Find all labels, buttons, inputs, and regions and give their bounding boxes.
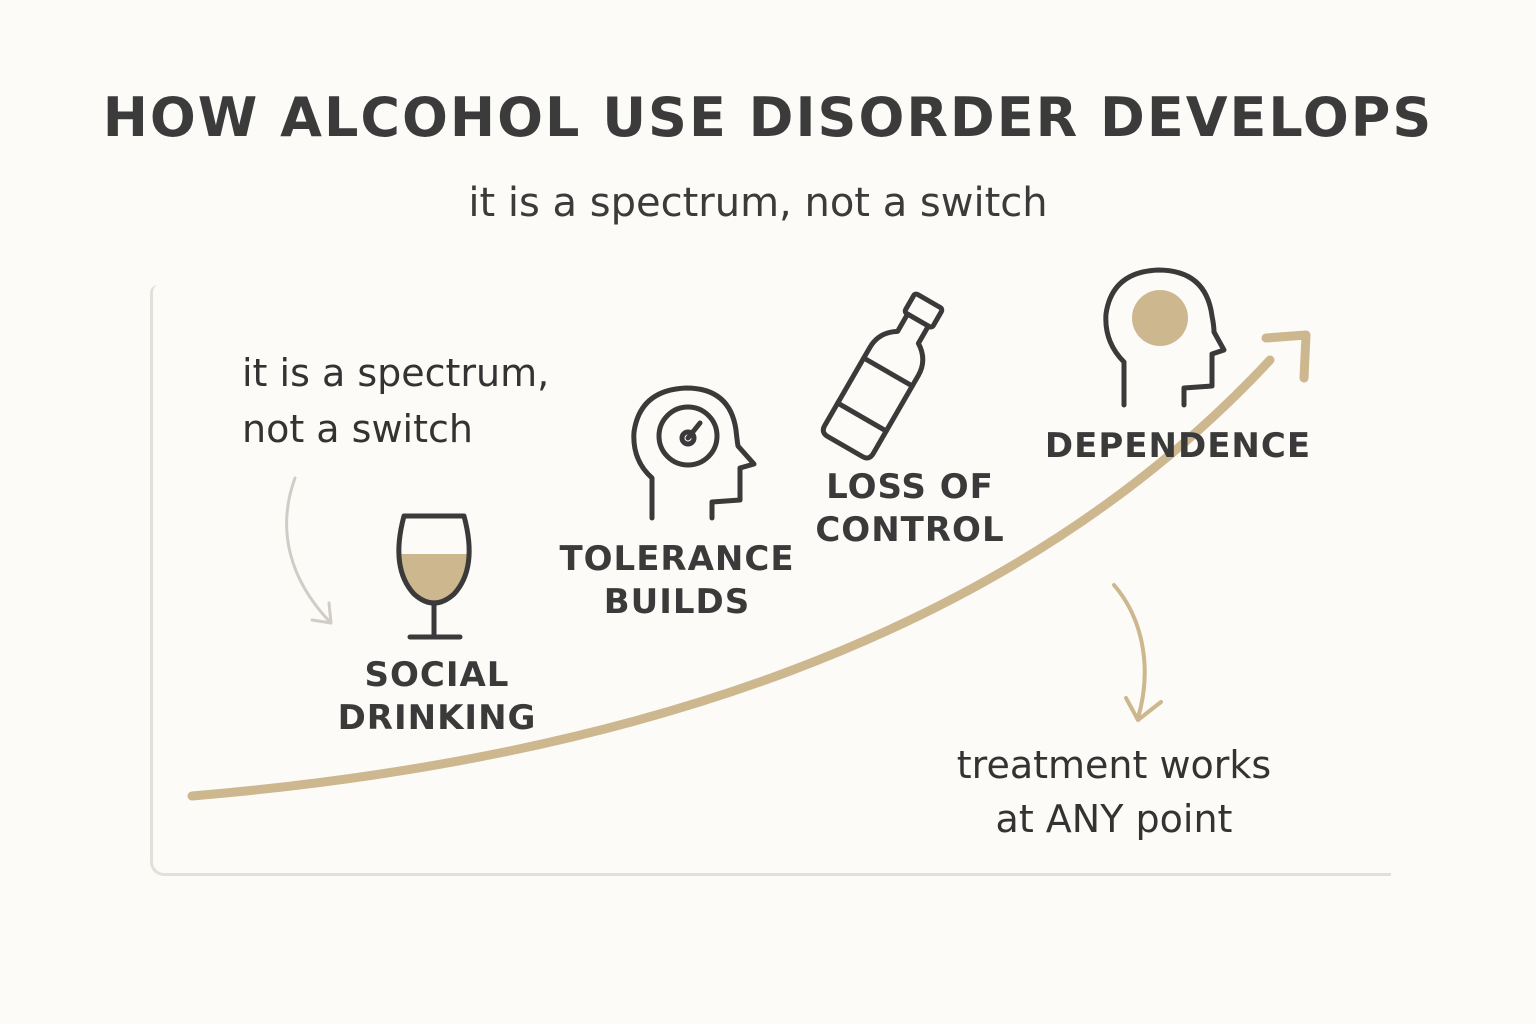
stage-label-line2: BUILDS [603, 582, 751, 622]
wine-glass-icon [396, 513, 472, 640]
treatment-note-line1: treatment works [956, 743, 1272, 787]
side-note-line1: it is a spectrum, [242, 351, 550, 395]
stage-label-line1: SOCIAL [364, 655, 510, 695]
page-subtitle: it is a spectrum, not a switch [468, 180, 1048, 226]
side-note-arrow [285, 476, 333, 625]
head-gauge-icon [631, 385, 757, 521]
bottle-icon [820, 291, 945, 461]
stage-label-line1: DEPENDENCE [1044, 426, 1312, 466]
treatment-note: treatment works at ANY point [914, 738, 1314, 846]
stage-tolerance-builds: TOLERANCE BUILDS [556, 538, 798, 624]
stage-dependence: DEPENDENCE [1042, 425, 1314, 468]
side-note-line2: not a switch [242, 407, 473, 451]
progression-arrowhead [1261, 330, 1311, 383]
stage-loss-of-control: LOSS OF CONTROL [808, 466, 1012, 552]
treatment-arrow [1112, 583, 1163, 722]
progression-curve [187, 355, 1275, 801]
treatment-note-line2: at ANY point [995, 797, 1233, 841]
page-title: HOW ALCOHOL USE DISORDER DEVELOPS [102, 86, 1434, 149]
stage-label-line1: LOSS OF [826, 467, 994, 507]
stage-label-line2: CONTROL [815, 510, 1005, 550]
stage-label-line2: DRINKING [337, 698, 537, 738]
head-brain-icon [1103, 267, 1227, 408]
stage-social-drinking: SOCIAL DRINKING [337, 654, 537, 740]
diagram-frame [150, 285, 1391, 876]
side-note: it is a spectrum, not a switch [242, 345, 549, 457]
stage-label-line1: TOLERANCE [559, 539, 795, 579]
